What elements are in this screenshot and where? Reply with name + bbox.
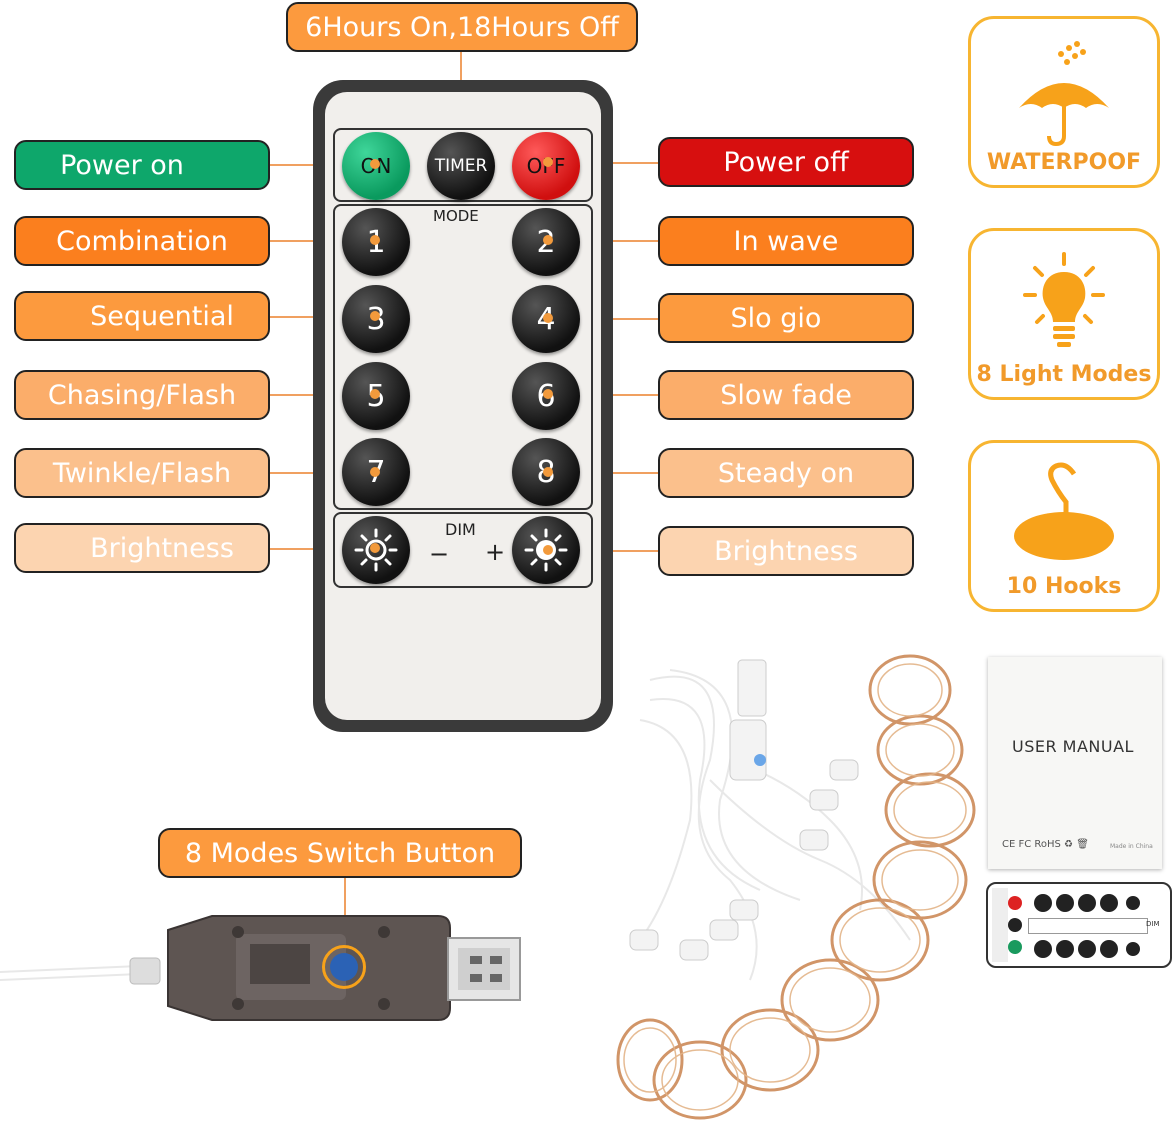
mode-group — [333, 204, 593, 510]
mini-btn-1[interactable] — [1034, 894, 1052, 912]
string-lights-illustration — [616, 654, 976, 1120]
label-brightness-left: Brightness — [14, 523, 270, 573]
mini-btn-7[interactable] — [1078, 940, 1096, 958]
manual-marks: CE FC RoHS ♻ 🗑 — [1002, 839, 1089, 850]
dot-8 — [543, 467, 553, 477]
remote-control: ON TIMER OFF MODE 1 2 3 4 5 6 7 8 DIM − … — [313, 80, 613, 732]
mini-remote-screen — [992, 888, 1008, 962]
mini-btn-timer[interactable] — [1008, 918, 1022, 932]
light-bulb-icon — [1023, 252, 1105, 347]
dim-group — [333, 512, 593, 588]
label-combination: Combination — [14, 216, 270, 266]
label-in-wave: In wave — [658, 216, 914, 266]
mini-remote-mode-marks — [1028, 918, 1148, 934]
power-group — [333, 128, 593, 202]
mini-btn-6[interactable] — [1056, 940, 1074, 958]
dim-label: DIM — [445, 520, 476, 539]
label-brightness-right: Brightness — [658, 526, 914, 576]
dot-6 — [543, 389, 553, 399]
label-twinkle-flash: Twinkle/Flash — [14, 448, 270, 498]
label-power-off: Power off — [658, 137, 914, 187]
mode-button-1[interactable]: 1 — [342, 208, 410, 276]
dot-dim-plus — [543, 545, 553, 555]
dot-off — [543, 157, 553, 167]
mini-btn-4[interactable] — [1100, 894, 1118, 912]
timer-banner: 6Hours On,18Hours Off — [286, 2, 638, 52]
feature-label-waterproof: WATERPOOF — [986, 150, 1142, 175]
timer-button[interactable]: TIMER — [427, 132, 495, 200]
mini-btn-dim-minus[interactable] — [1124, 940, 1142, 958]
feature-label-light-modes: 8 Light Modes — [976, 362, 1152, 387]
dot-2 — [543, 235, 553, 245]
usb-controller-illustration — [0, 915, 521, 1021]
dot-3 — [370, 311, 380, 321]
mini-btn-on[interactable] — [1008, 940, 1022, 954]
mini-btn-2[interactable] — [1056, 894, 1074, 912]
mini-btn-3[interactable] — [1078, 894, 1096, 912]
manual-footer: Made in China — [1110, 843, 1153, 850]
feature-waterproof: WATERPOOF — [968, 16, 1160, 188]
hook-icon — [1014, 462, 1114, 560]
label-chasing-flash: Chasing/Flash — [14, 370, 270, 420]
mini-btn-dim-plus[interactable] — [1124, 894, 1142, 912]
remote-face: ON TIMER OFF MODE 1 2 3 4 5 6 7 8 DIM − … — [325, 92, 601, 720]
label-steady-on: Steady on — [658, 448, 914, 498]
mode-label: MODE — [433, 207, 479, 225]
dot-on — [370, 159, 380, 169]
dot-5 — [370, 389, 380, 399]
switch-banner: 8 Modes Switch Button — [158, 828, 522, 878]
switch-button[interactable] — [322, 945, 366, 989]
dot-7 — [370, 467, 380, 477]
label-power-on: Power on — [14, 140, 270, 190]
mini-btn-5[interactable] — [1034, 940, 1052, 958]
manual-title: USER MANUAL — [1012, 737, 1134, 756]
feature-light-modes: 8 Light Modes — [968, 228, 1160, 400]
user-manual: USER MANUAL CE FC RoHS ♻ 🗑 Made in China — [988, 657, 1162, 869]
dim-minus-sign: − — [429, 540, 450, 568]
sun-outline-icon — [354, 528, 398, 572]
dot-1 — [370, 235, 380, 245]
dot-dim-minus — [370, 543, 380, 553]
label-slo-gio: Slo gio — [658, 293, 914, 343]
mini-btn-8[interactable] — [1100, 940, 1118, 958]
label-sequential: Sequential — [14, 291, 270, 341]
label-slow-fade: Slow fade — [658, 370, 914, 420]
dot-4 — [543, 313, 553, 323]
dim-plus-sign: + — [485, 538, 506, 566]
mini-remote-dim-label: DIM — [1146, 920, 1160, 928]
feature-hooks: 10 Hooks — [968, 440, 1160, 612]
mini-btn-off[interactable] — [1008, 896, 1022, 910]
umbrella-icon — [1019, 41, 1109, 147]
feature-label-hooks: 10 Hooks — [1006, 574, 1122, 599]
mini-remote: DIM — [986, 882, 1172, 968]
switch-button-cap — [330, 953, 358, 981]
